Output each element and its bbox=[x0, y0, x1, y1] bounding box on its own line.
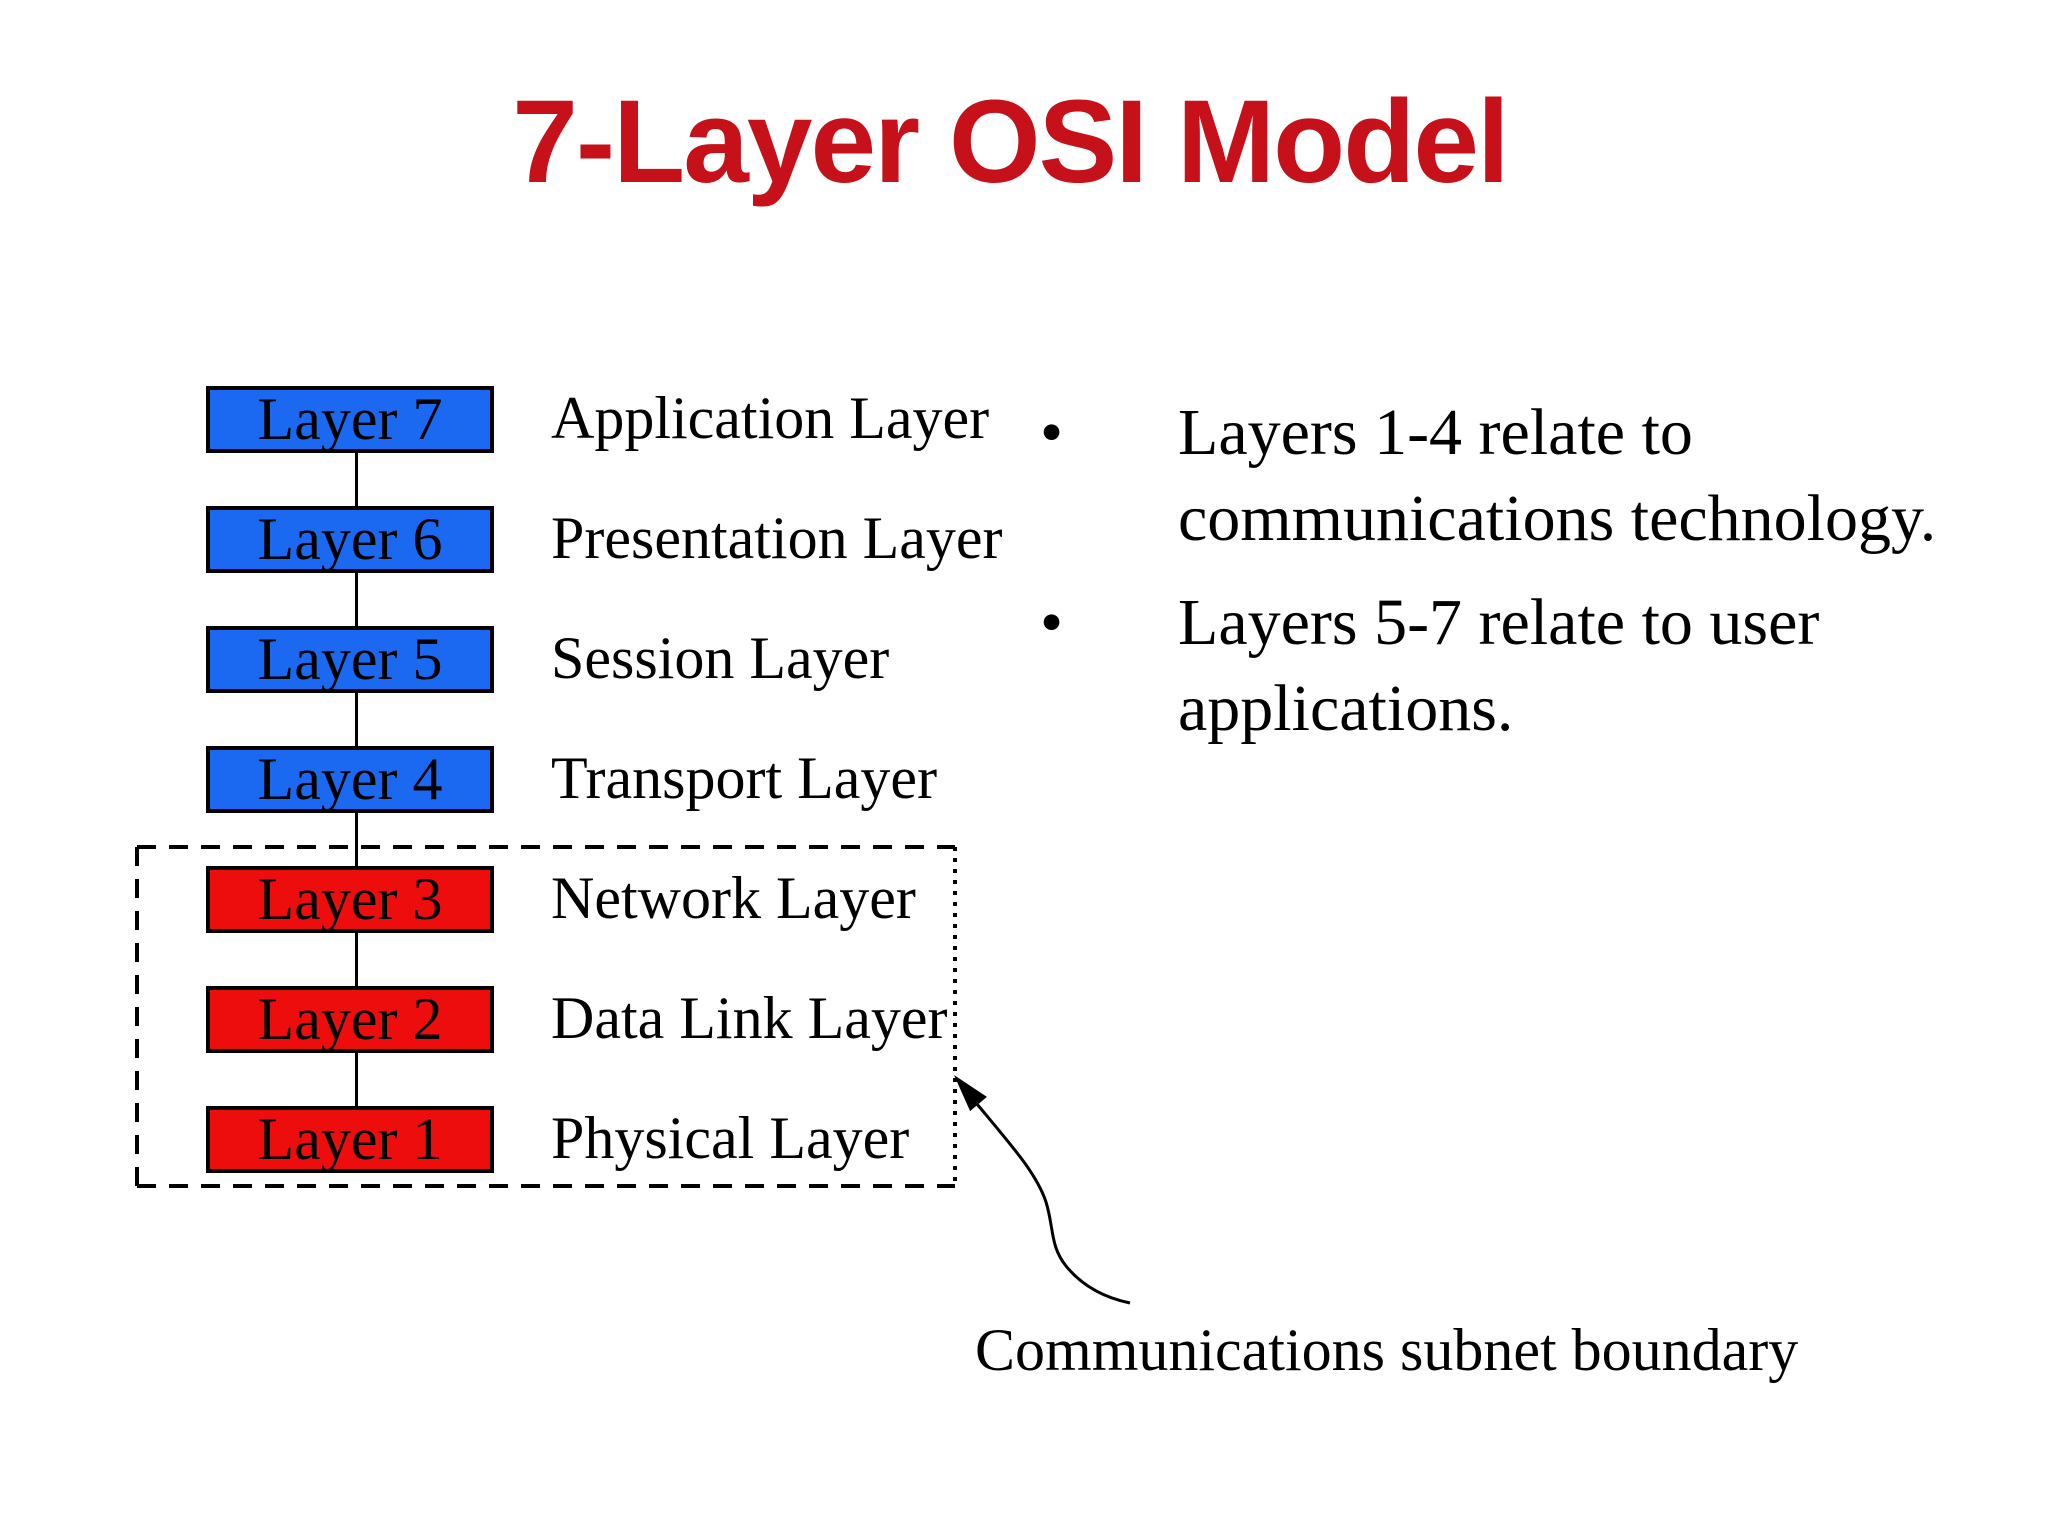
layer-7-name: Application Layer bbox=[551, 385, 990, 451]
layer-2-name: Data Link Layer bbox=[551, 985, 948, 1051]
bullet-1-line-2: communications technology. bbox=[1178, 482, 1937, 555]
bullet-icon: • bbox=[1040, 586, 1064, 659]
layer-row-6: Layer 6 Presentation Layer bbox=[0, 506, 2048, 573]
layer-1-box: Layer 1 bbox=[206, 1106, 494, 1173]
layer-row-1: Layer 1 Physical Layer bbox=[0, 1106, 2048, 1173]
bullet-text-2: Layers 5-7 relate to user applications. bbox=[1178, 580, 1819, 752]
layer-4-box: Layer 4 bbox=[206, 746, 494, 813]
bullet-text-1: Layers 1-4 relate to communications tech… bbox=[1178, 390, 1936, 562]
bullet-item-2: • Layers 5-7 relate to user applications… bbox=[1040, 580, 2048, 752]
layer-5-name: Session Layer bbox=[551, 625, 890, 691]
bullet-1-line-1: Layers 1-4 relate to bbox=[1178, 396, 1693, 469]
layer-row-5: Layer 5 Session Layer bbox=[0, 626, 2048, 693]
layer-7-box: Layer 7 bbox=[206, 386, 494, 453]
bullet-2-line-1: Layers 5-7 relate to user bbox=[1178, 586, 1820, 659]
bullet-icon: • bbox=[1040, 396, 1064, 469]
subnet-boundary-label: Communications subnet boundary bbox=[975, 1317, 1799, 1383]
layer-row-2: Layer 2 Data Link Layer bbox=[0, 986, 2048, 1053]
layer-4-name: Transport Layer bbox=[551, 745, 938, 811]
bullet-item-1: • Layers 1-4 relate to communications te… bbox=[1040, 390, 2048, 562]
layer-3-name: Network Layer bbox=[551, 865, 916, 931]
layer-3-box: Layer 3 bbox=[206, 866, 494, 933]
layer-row-3: Layer 3 Network Layer bbox=[0, 866, 2048, 933]
layer-row-4: Layer 4 Transport Layer bbox=[0, 746, 2048, 813]
layer-6-box: Layer 6 bbox=[206, 506, 494, 573]
bullet-list: • Layers 1-4 relate to communications te… bbox=[1040, 390, 2048, 752]
layer-6-name: Presentation Layer bbox=[551, 505, 1003, 571]
bullet-2-line-2: applications. bbox=[1178, 672, 1514, 745]
layer-1-name: Physical Layer bbox=[551, 1105, 910, 1171]
page-title: 7-Layer OSI Model bbox=[512, 76, 1510, 208]
layer-row-7: Layer 7 Application Layer bbox=[0, 386, 2048, 453]
layer-5-box: Layer 5 bbox=[206, 626, 494, 693]
layer-2-box: Layer 2 bbox=[206, 986, 494, 1053]
